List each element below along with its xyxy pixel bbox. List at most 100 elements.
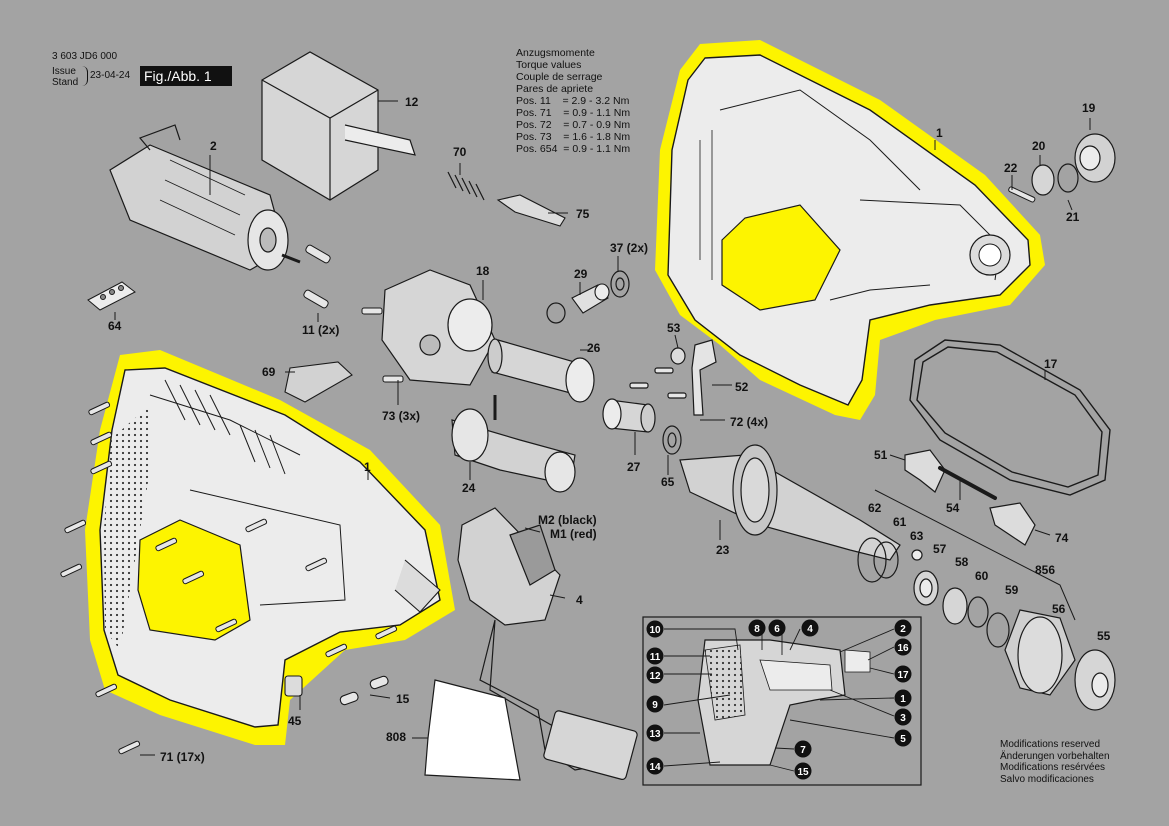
part-19-cap [1074, 133, 1116, 183]
callout-12: 12 [646, 666, 664, 684]
callout-9: 9 [646, 695, 664, 713]
part-label-70: 70 [453, 145, 467, 159]
callout-number: 3 [900, 713, 906, 724]
part-label-19: 19 [1082, 101, 1096, 115]
callout-number: 13 [649, 729, 661, 740]
issue-label-de: Stand [52, 77, 79, 88]
issue-label: Issue Stand [52, 66, 78, 88]
callout-17: 17 [894, 665, 912, 683]
part-label-m1: M1 (red) [550, 527, 597, 541]
part-18-gear-housing [381, 269, 496, 386]
part-label-53: 53 [667, 321, 681, 335]
callout-circle [646, 647, 664, 665]
issue-bracket [82, 66, 88, 86]
callout-10: 10 [646, 620, 664, 638]
callout-number: 14 [649, 762, 661, 773]
callout-circle [801, 619, 819, 637]
modifications-notice: Modifications reserved Änderungen vorbeh… [1000, 739, 1110, 785]
torque-title-es: Pares de apriete [516, 83, 594, 95]
part-808-sheet [424, 679, 521, 781]
part-label-24: 24 [462, 481, 476, 495]
part-label-73: 73 (3x) [382, 409, 420, 423]
part-label-4: 4 [576, 593, 583, 607]
leader-lines [114, 100, 1091, 756]
callout-circle [894, 708, 912, 726]
document-number: 3 603 JD6 000 [52, 51, 118, 62]
callout-3: 3 [894, 708, 912, 726]
torque-row-pos11: Pos. 11 = 2.9 - 3.2 Nm [516, 95, 630, 107]
callout-circle [894, 665, 912, 683]
inset-leader-lines [663, 628, 895, 772]
part-20-21 [1031, 163, 1079, 196]
housing-right-outline [667, 54, 1031, 406]
issue-date: 23-04-24 [90, 70, 131, 81]
callout-13: 13 [646, 724, 664, 742]
housing-right-window [721, 204, 841, 311]
part-label-65: 65 [661, 475, 675, 489]
part-69 [284, 361, 353, 403]
part-label-69: 69 [262, 365, 276, 379]
part-label-52: 52 [735, 380, 749, 394]
torque-row-pos71: Pos. 71 = 0.9 - 1.1 Nm [516, 107, 631, 119]
callout-number: 4 [807, 624, 813, 635]
callout-14: 14 [646, 757, 664, 775]
part-12-cover [261, 51, 416, 201]
part-2-motor [109, 124, 301, 271]
part-label-1a: 1 [936, 126, 943, 140]
torque-row-pos72: Pos. 72 = 0.7 - 0.9 Nm [516, 119, 631, 131]
part-label-23: 23 [716, 543, 730, 557]
part-label-22: 22 [1004, 161, 1018, 175]
callout-circle [894, 619, 912, 637]
part-54-rod [938, 466, 997, 500]
callout-6: 6 [768, 619, 786, 637]
callout-number: 8 [754, 624, 760, 635]
torque-title-en: Torque values [516, 59, 582, 71]
part-label-51: 51 [874, 448, 888, 462]
part-label-15: 15 [396, 692, 410, 706]
part-label-17: 17 [1044, 357, 1058, 371]
callout-number: 17 [897, 670, 909, 681]
part-label-808: 808 [386, 730, 406, 744]
modifications-de: Änderungen vorbehalten [1000, 750, 1110, 762]
callout-16: 16 [894, 638, 912, 656]
part-53-52-switch-lever [629, 339, 717, 416]
callout-number: 10 [649, 625, 661, 636]
part-label-18: 18 [476, 264, 490, 278]
part-45 [284, 675, 303, 697]
callout-number: 16 [897, 643, 909, 654]
callout-5: 5 [894, 729, 912, 747]
part-label-37: 37 (2x) [610, 241, 648, 255]
part-29-sleeve [571, 283, 610, 314]
part-37-washer [546, 270, 630, 324]
callout-circle [794, 740, 812, 758]
callout-number: 1 [900, 694, 906, 705]
torque-title-fr: Couple de serrage [516, 71, 603, 83]
part-label-61: 61 [893, 515, 907, 529]
part-51-clip [904, 449, 946, 493]
part-label-m2: M2 (black) [538, 513, 597, 527]
part-label-12: 12 [405, 95, 419, 109]
part-label-57: 57 [933, 542, 947, 556]
part-label-29: 29 [574, 267, 588, 281]
part-label-62: 62 [868, 501, 882, 515]
modifications-fr: Modifications resérvées [1000, 762, 1106, 773]
callout-number: 7 [800, 745, 806, 756]
modifications-en: Modifications reserved [1000, 739, 1101, 750]
callout-number: 6 [774, 624, 780, 635]
part-label-58: 58 [955, 555, 969, 569]
part-27-sleeve [602, 398, 656, 433]
part-label-856: 856 [1035, 563, 1055, 577]
callout-circle [646, 620, 664, 638]
callout-circle [894, 689, 912, 707]
part-64-label [87, 281, 136, 311]
torque-row-pos73: Pos. 73 = 1.6 - 1.8 Nm [516, 131, 631, 143]
callout-2: 2 [894, 619, 912, 637]
part-26-cylinder [487, 338, 595, 403]
callout-1: 1 [894, 689, 912, 707]
callout-circle [646, 757, 664, 775]
part-label-11: 11 (2x) [302, 323, 339, 337]
callout-15: 15 [794, 762, 812, 780]
